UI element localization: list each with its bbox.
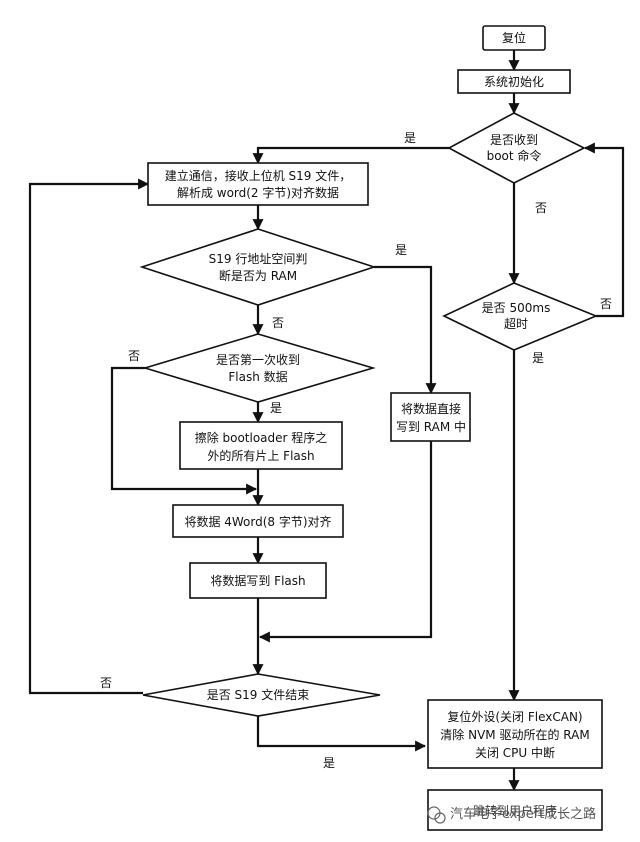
decision-timeout: 是否 500ms 超时 — [442, 282, 599, 351]
edge-timeout-no-boot — [583, 142, 625, 318]
edge-end-no-comm — [28, 178, 150, 695]
node-reset: 复位 — [482, 25, 546, 51]
align-label: 将数据 4Word(8 字节)对齐 — [184, 514, 331, 529]
label-addr-yes: 是 — [395, 243, 407, 257]
comm-line2: 解析成 word(2 字节)对齐数据 — [177, 185, 339, 200]
label-timeout-no: 否 — [600, 297, 612, 311]
label-boot-yes: 是 — [404, 131, 416, 145]
edge-end-yes-final — [256, 716, 427, 752]
node-final: 复位外设(关闭 FlexCAN) 清除 NVM 驱动所在的 RAM 关闭 CPU… — [427, 699, 603, 769]
jump-label: 跳转到用户程序 — [473, 803, 557, 818]
addr-q-line2: 断是否为 RAM — [219, 268, 297, 283]
label-end-yes: 是 — [323, 756, 335, 770]
ram-write-line2: 写到 RAM 中 — [396, 419, 466, 434]
watermark-text: 汽车电子expert成长之路 — [450, 806, 596, 822]
decision-addr: S19 行地址空间判 断是否为 RAM — [139, 228, 377, 306]
edge-first-no-merge — [110, 366, 258, 495]
ram-write-line1: 将数据直接 — [401, 401, 461, 416]
decision-boot: 是否收到 boot 命令 — [447, 112, 586, 184]
reset-label: 复位 — [502, 30, 526, 45]
first-q-line1: 是否第一次收到 — [216, 353, 300, 367]
erase-line1: 擦除 bootloader 程序之 — [195, 430, 328, 445]
end-q-label: 是否 S19 文件结束 — [207, 687, 310, 702]
wechat-icon-bubble — [434, 812, 446, 824]
node-flash-write: 将数据写到 Flash — [189, 562, 327, 599]
node-align: 将数据 4Word(8 字节)对齐 — [172, 504, 344, 538]
node-sys-init: 系统初始化 — [457, 69, 571, 94]
final-line3: 关闭 CPU 中断 — [475, 745, 555, 760]
final-line1: 复位外设(关闭 FlexCAN) — [447, 709, 582, 724]
addr-q-line1: S19 行地址空间判 — [209, 252, 308, 266]
timeout-q-line2: 超时 — [504, 316, 528, 331]
node-comm: 建立通信，接收上位机 S19 文件， 解析成 word(2 字节)对齐数据 — [147, 162, 369, 206]
node-erase: 擦除 bootloader 程序之 外的所有片上 Flash — [179, 421, 343, 470]
edge-addr-yes-ram — [374, 265, 437, 395]
comm-line1: 建立通信，接收上位机 S19 文件， — [165, 168, 352, 183]
flash-write-label: 将数据写到 Flash — [210, 573, 305, 588]
decision-first: 是否第一次收到 Flash 数据 — [142, 333, 376, 403]
final-line2: 清除 NVM 驱动所在的 RAM — [440, 727, 589, 742]
boot-q-line2: boot 命令 — [487, 148, 542, 163]
first-q-line2: Flash 数据 — [228, 369, 287, 384]
timeout-q-line1: 是否 500ms — [482, 301, 551, 315]
edge-ram-merge — [258, 441, 433, 643]
label-boot-no: 否 — [535, 201, 547, 215]
edge-boot-yes-comm — [252, 146, 449, 165]
decision-end: 是否 S19 文件结束 — [142, 673, 381, 717]
node-jump: 跳转到用户程序 — [427, 789, 603, 831]
watermark: 汽车电子expert成长之路 — [427, 806, 596, 824]
sys-init-label: 系统初始化 — [484, 75, 544, 89]
boot-q-line1: 是否收到 — [490, 133, 538, 147]
label-first-yes: 是 — [270, 401, 282, 415]
label-first-no: 否 — [128, 349, 140, 363]
erase-line2: 外的所有片上 Flash — [207, 448, 314, 463]
edge-labels: 是 否 是 否 否 是 否 是 否 是 — [100, 131, 612, 770]
label-addr-no: 否 — [272, 316, 284, 330]
label-end-no: 否 — [100, 676, 112, 690]
label-timeout-yes: 是 — [532, 351, 544, 365]
edges — [28, 50, 625, 792]
node-ram-write: 将数据直接 写到 RAM 中 — [390, 392, 471, 442]
